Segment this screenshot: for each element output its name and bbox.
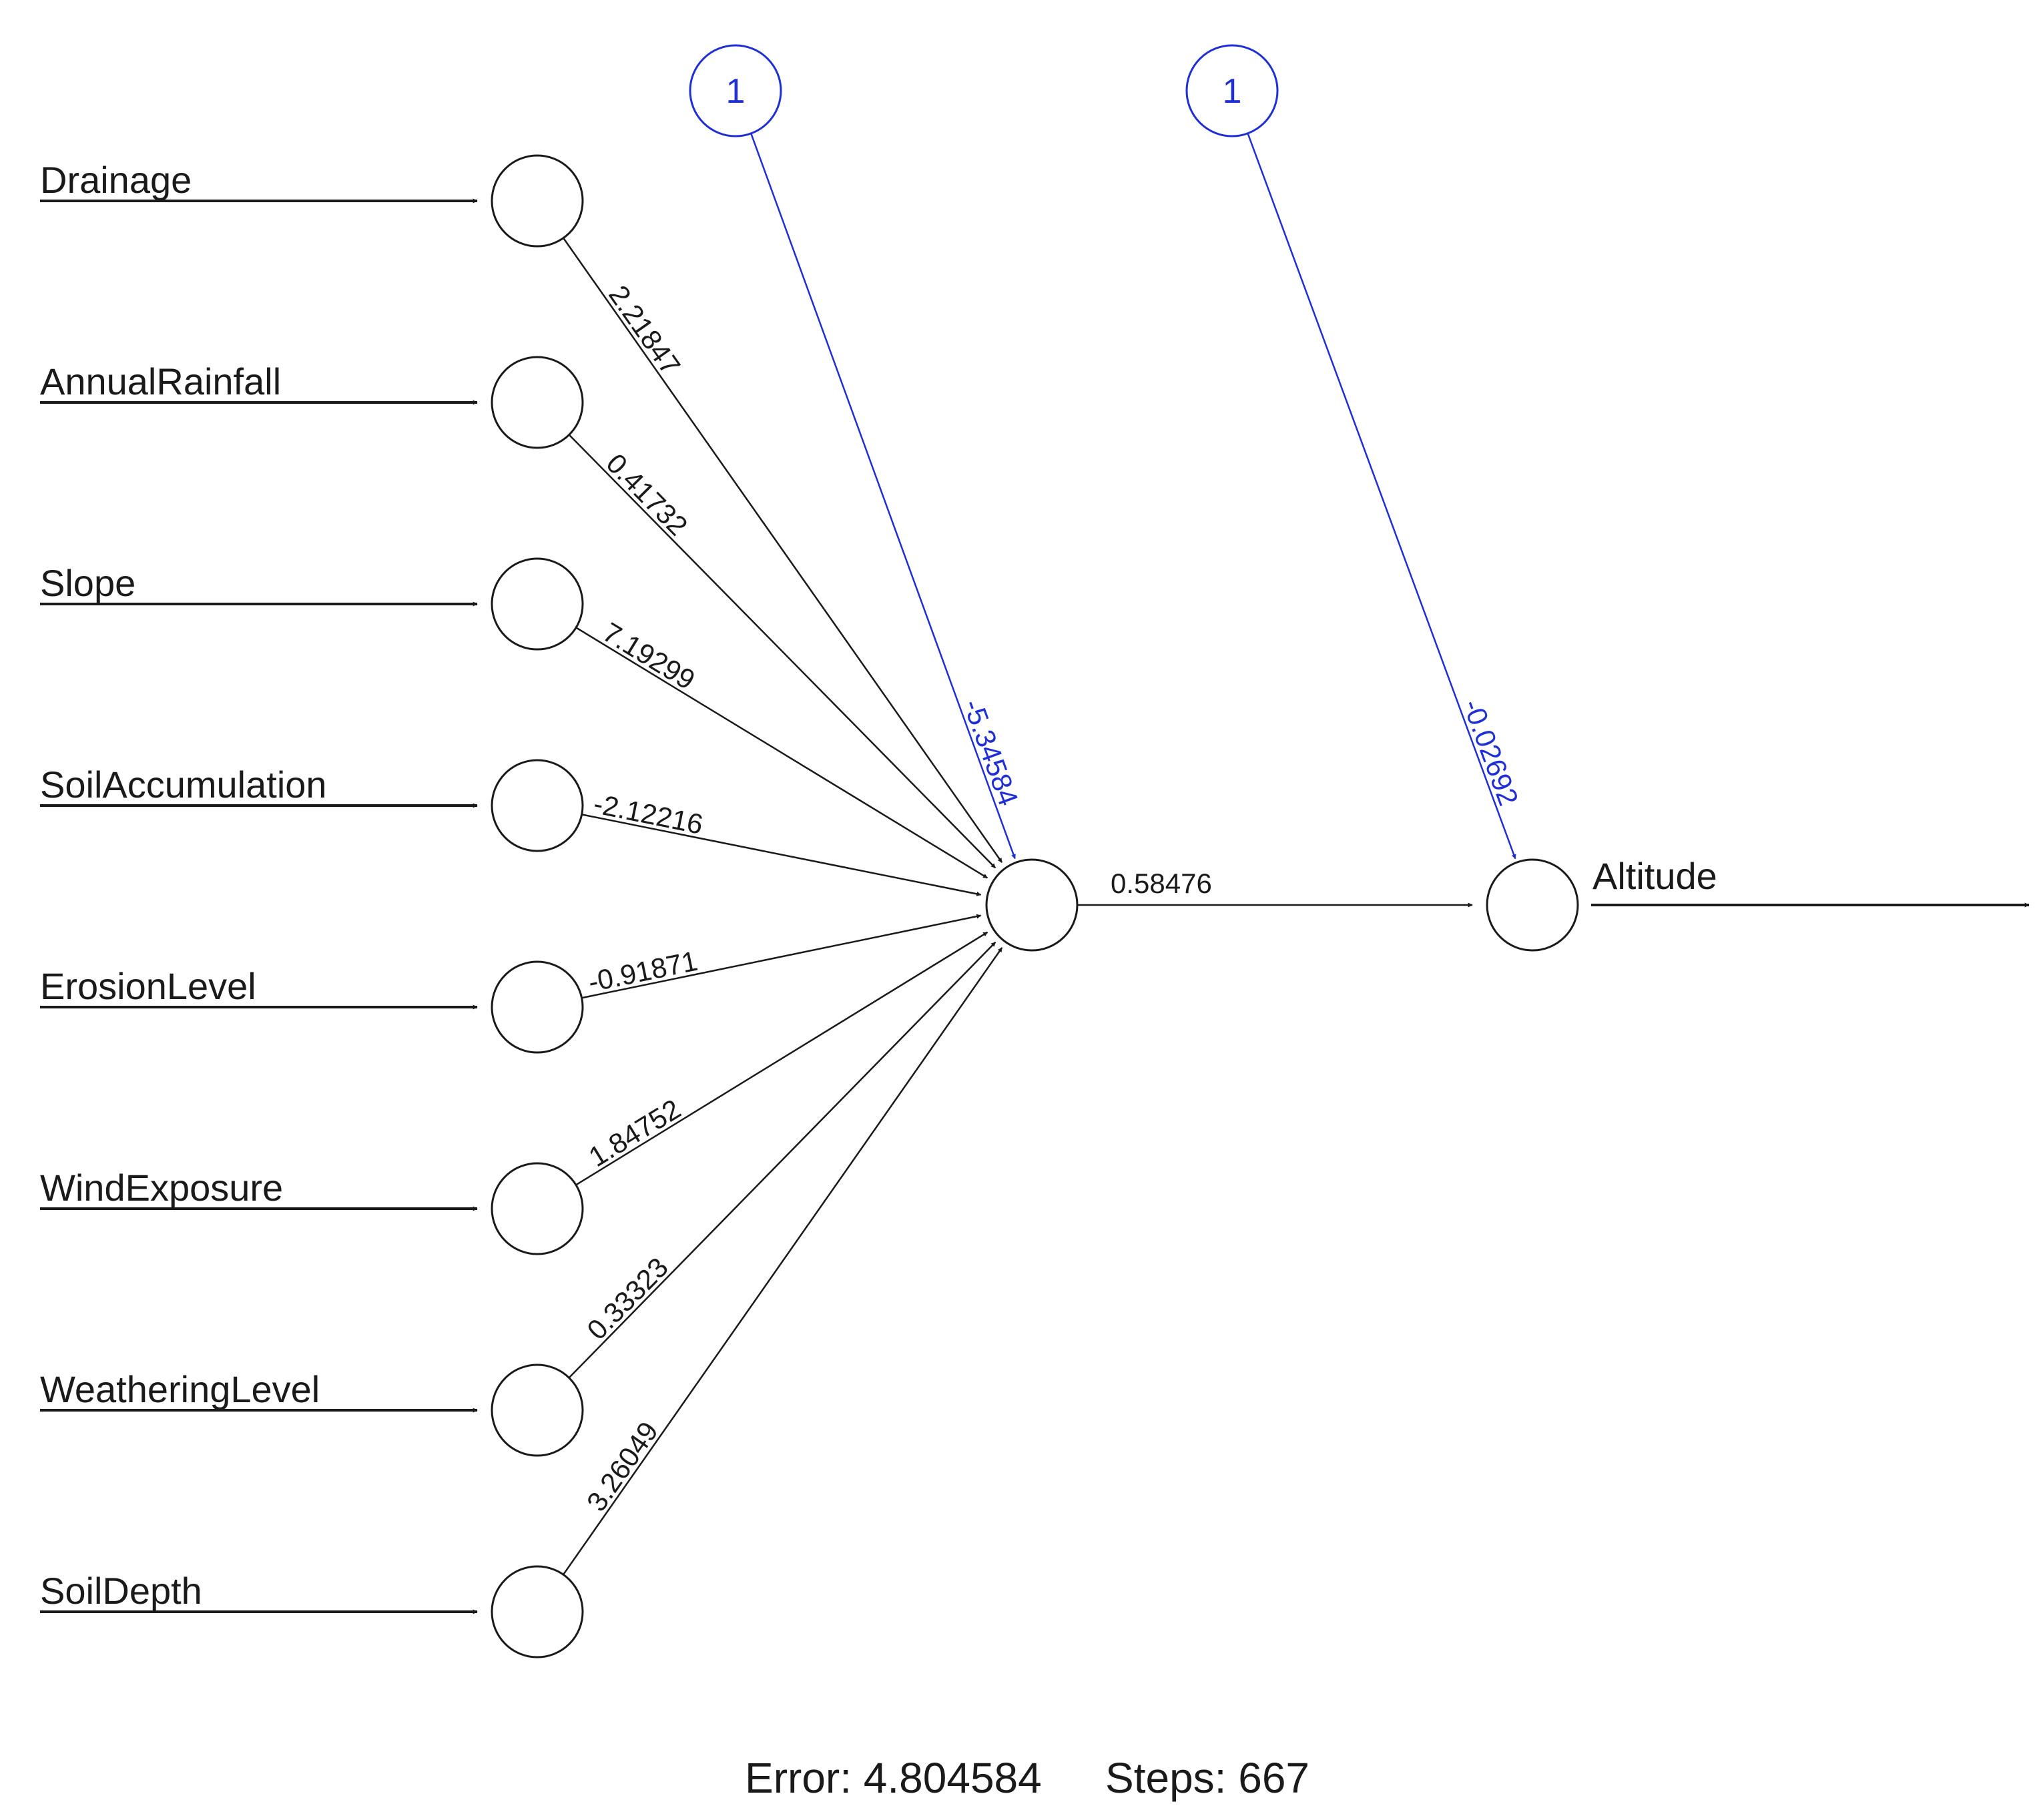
input-node-erosionlevel bbox=[491, 960, 584, 1054]
input-label-weatheringlevel: WeatheringLevel bbox=[40, 1368, 320, 1410]
input-node-annualrainfall bbox=[491, 356, 584, 449]
input-node-weatheringlevel bbox=[491, 1363, 584, 1457]
weight-label-hidden-to-output: 0.58476 bbox=[1111, 868, 1212, 899]
input-label-annualrainfall: AnnualRainfall bbox=[40, 360, 281, 402]
input-node-soilaccumulation bbox=[491, 759, 584, 852]
edge-soilaccumulation-to-hidden bbox=[581, 814, 982, 896]
input-node-windexposure bbox=[491, 1162, 584, 1255]
input-node-soildepth bbox=[491, 1565, 584, 1658]
edge-drainage-to-hidden bbox=[563, 237, 1003, 863]
bias-node-label-1: 1 bbox=[726, 72, 746, 111]
weight-label-drainage: 2.21847 bbox=[603, 280, 687, 380]
edge-soildepth-to-hidden bbox=[562, 947, 1003, 1576]
edge-weatheringlevel-to-hidden bbox=[568, 941, 996, 1379]
output-label: Altitude bbox=[1592, 855, 1717, 897]
weight-label-windexposure: 1.84752 bbox=[583, 1093, 686, 1173]
edge-windexposure-to-hidden bbox=[575, 931, 988, 1186]
input-label-erosionlevel: ErosionLevel bbox=[40, 965, 256, 1007]
footer: Error: 4.804584 Steps: 667 bbox=[745, 1754, 1309, 1802]
input-node-slope bbox=[491, 557, 584, 651]
edge-erosionlevel-to-hidden bbox=[581, 914, 982, 999]
edge-annualrainfall-to-hidden bbox=[568, 434, 996, 869]
weight-label-slope: 7.19299 bbox=[597, 616, 700, 695]
input-label-slope: Slope bbox=[40, 562, 135, 604]
bias-node-label-2: 1 bbox=[1223, 72, 1242, 111]
weight-label-weatheringlevel: 0.33323 bbox=[581, 1251, 674, 1345]
error-value: Error: 4.804584 bbox=[745, 1754, 1042, 1802]
edge-slope-to-hidden bbox=[575, 627, 988, 879]
steps-value: Steps: 667 bbox=[1105, 1754, 1309, 1802]
weight-label-erosionlevel: -0.91871 bbox=[585, 945, 700, 998]
bias-weight-label-1: -5.34584 bbox=[957, 695, 1025, 810]
bias-edge-2 bbox=[1247, 133, 1516, 860]
input-label-soildepth: SoilDepth bbox=[40, 1570, 202, 1612]
bias-node-1 bbox=[689, 44, 782, 137]
output-node bbox=[1486, 858, 1579, 952]
hidden-node bbox=[985, 858, 1079, 952]
weight-label-soildepth: 3.26049 bbox=[581, 1416, 665, 1517]
weight-label-soilaccumulation: -2.12216 bbox=[591, 788, 705, 840]
input-label-soilaccumulation: SoilAccumulation bbox=[40, 764, 327, 806]
edges-layer bbox=[40, 133, 2030, 1614]
bias-weight-label-2: -0.02692 bbox=[1457, 695, 1524, 810]
input-label-drainage: Drainage bbox=[40, 159, 192, 201]
weight-label-annualrainfall: 0.41732 bbox=[600, 447, 693, 541]
bias-edge-1 bbox=[750, 133, 1016, 860]
nodes-layer bbox=[491, 44, 1579, 1658]
bias-node-2 bbox=[1185, 44, 1279, 137]
input-node-drainage bbox=[491, 154, 584, 248]
input-label-windexposure: WindExposure bbox=[40, 1167, 283, 1209]
